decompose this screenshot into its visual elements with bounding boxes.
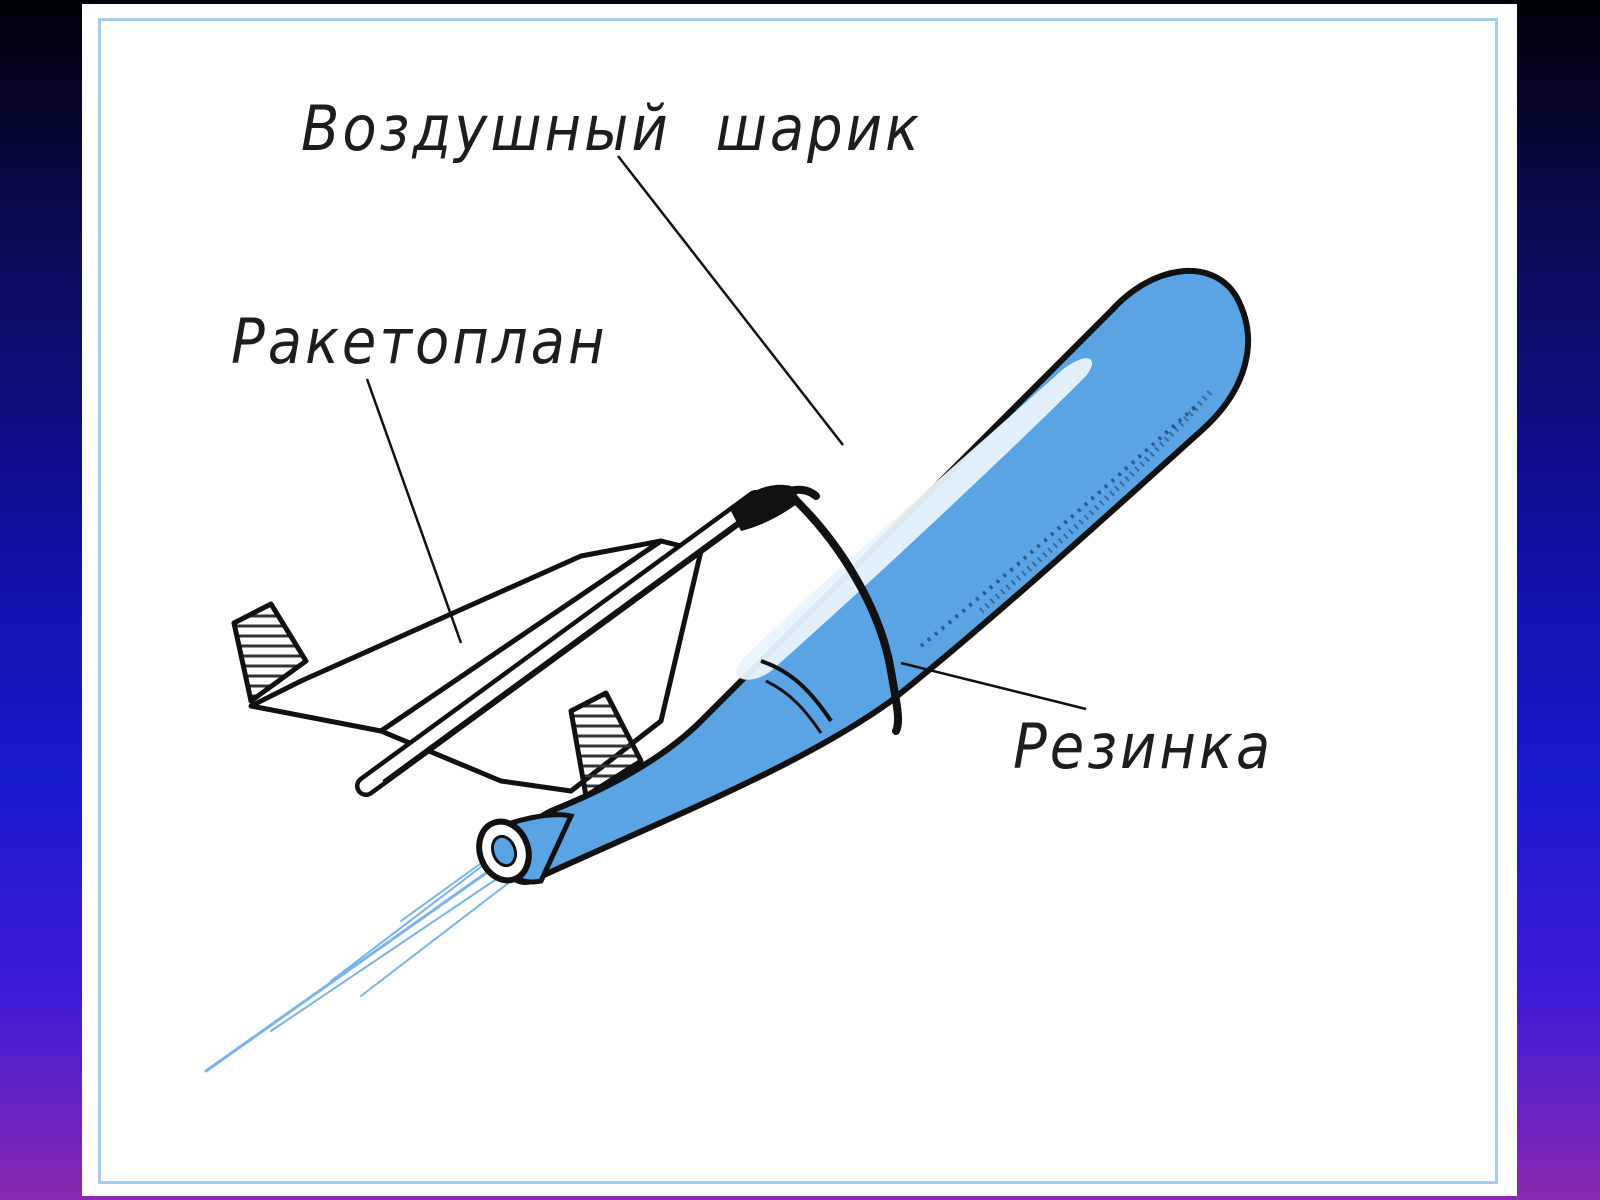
rubber-band	[747, 485, 903, 735]
rocketplane-diagram	[204, 155, 1252, 1073]
rocketplane-label: Ракетоплан	[231, 306, 608, 379]
rubber-band-label: Резинка	[1013, 711, 1274, 784]
leader-rocketplane	[365, 378, 463, 644]
illustration-frame: Воздушный шарик Ракетоплан Резинка	[98, 18, 1498, 1184]
slide: Воздушный шарик Ракетоплан Резинка	[82, 4, 1517, 1196]
jet-stream	[204, 855, 512, 1073]
leader-balloon	[617, 155, 844, 446]
balloon-label: Воздушный шарик	[301, 93, 922, 166]
right-fin	[568, 690, 644, 799]
leader-rubber	[900, 661, 1087, 711]
left-wing	[248, 538, 664, 734]
balloon	[476, 268, 1252, 885]
balloon-highlight	[736, 358, 1092, 680]
left-fin	[231, 601, 309, 704]
leader-lines	[365, 155, 1087, 711]
rocketplane	[231, 484, 801, 799]
